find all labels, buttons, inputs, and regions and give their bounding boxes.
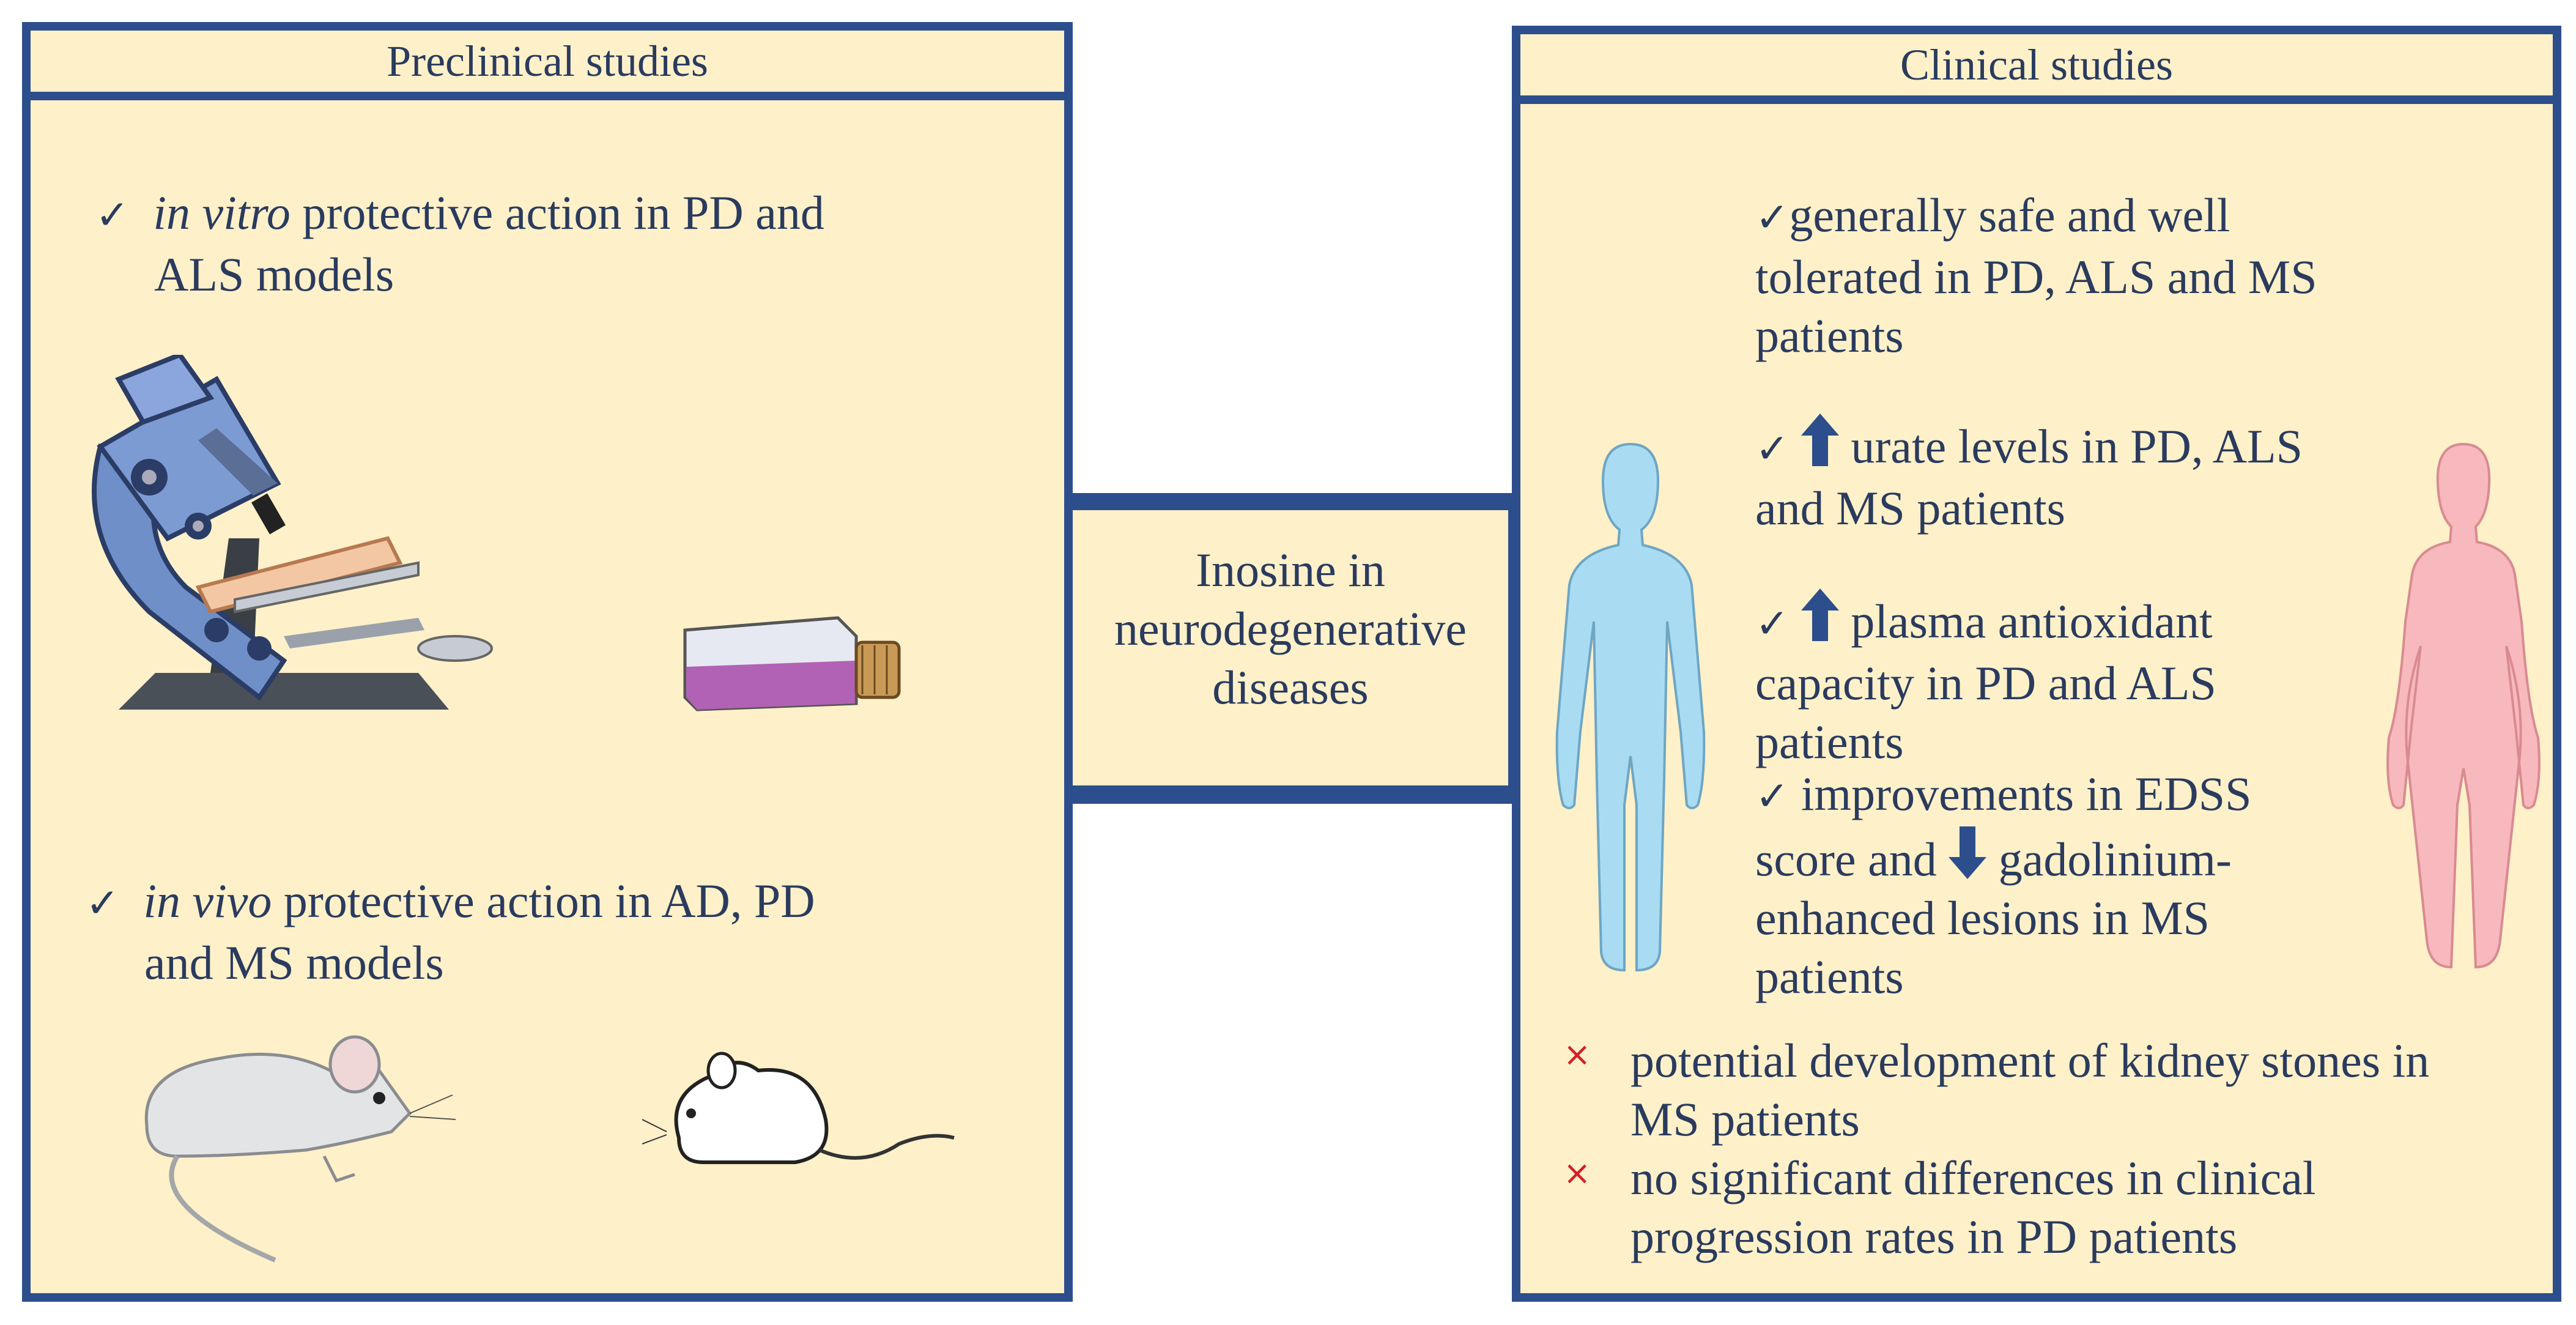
preclinical-panel: Preclinical studies ✓ in vitro protectiv… xyxy=(22,22,1073,1302)
mouse-icon xyxy=(144,1035,456,1263)
item-text: score and xyxy=(1755,833,1949,886)
item-text: and MS models xyxy=(144,936,444,989)
rat-icon xyxy=(642,1052,955,1164)
up-arrow-icon xyxy=(1801,414,1839,466)
item-text: ALS models xyxy=(154,248,394,301)
item-text: progression rates in PD patients xyxy=(1630,1210,2238,1263)
item-text: patients xyxy=(1755,309,1904,362)
cross-icon: × xyxy=(1563,1035,1591,1074)
cell-culture-flask-icon xyxy=(683,616,901,711)
clinical-item-safety: ✓generally safe and well tolerated in PD… xyxy=(1755,186,2317,365)
item-text: protective action in PD and xyxy=(290,186,824,239)
item-text: patients xyxy=(1755,950,1904,1003)
item-text: gadolinium- xyxy=(1998,833,2232,886)
item-text: and MS patients xyxy=(1755,481,2065,535)
preclinical-item-in-vitro: ✓ in vitro protective action in PD and A… xyxy=(95,184,824,304)
cross-icon: × xyxy=(1563,1154,1591,1192)
down-arrow-icon xyxy=(1949,826,1987,879)
item-text: protective action in AD, PD xyxy=(272,874,815,927)
center-topic-text: Inosine in neurodegenerative diseases xyxy=(1073,541,1508,717)
male-silhouette-icon xyxy=(1555,442,1706,972)
clinical-title: Clinical studies xyxy=(1520,34,2553,104)
check-icon: ✓ xyxy=(1755,427,1790,472)
item-text: urate levels in PD, ALS xyxy=(1851,420,2303,473)
item-text: plasma antioxidant xyxy=(1851,595,2213,648)
check-icon: ✓ xyxy=(1755,196,1790,240)
item-text: generally safe and well xyxy=(1789,188,2230,242)
center-line: Inosine in xyxy=(1196,543,1385,596)
item-text: tolerated in PD, ALS and MS xyxy=(1755,250,2317,303)
female-silhouette-icon xyxy=(2386,442,2541,969)
check-icon: ✓ xyxy=(86,881,120,926)
item-text: MS patients xyxy=(1630,1093,1860,1146)
item-text: enhanced lesions in MS xyxy=(1755,891,2210,945)
up-arrow-icon xyxy=(1801,588,1839,641)
preclinical-title: Preclinical studies xyxy=(31,31,1064,100)
clinical-panel: Clinical studies ✓generally safe and wel… xyxy=(1512,26,2561,1302)
center-line: diseases xyxy=(1212,661,1369,714)
clinical-item-no-difference: no significant differences in clinical p… xyxy=(1630,1149,2316,1266)
item-text: capacity in PD and ALS xyxy=(1755,656,2216,710)
item-text: improvements in EDSS xyxy=(1801,767,2252,820)
center-line: neurodegenerative xyxy=(1114,602,1467,655)
in-vitro-label: in vitro xyxy=(153,186,291,239)
check-icon: ✓ xyxy=(1755,602,1790,647)
clinical-item-urate: ✓ urate levels in PD, ALS and MS patient… xyxy=(1755,414,2303,538)
item-text: no significant differences in clinical xyxy=(1630,1151,2316,1204)
preclinical-item-in-vivo: ✓ in vivo protective action in AD, PD an… xyxy=(86,872,815,992)
in-vivo-label: in vivo xyxy=(143,874,272,927)
item-text: potential development of kidney stones i… xyxy=(1630,1034,2430,1087)
center-topic-box: Inosine in neurodegenerative diseases xyxy=(1064,502,1517,794)
clinical-item-antioxidant: ✓ plasma antioxidant capacity in PD and … xyxy=(1755,588,2216,771)
clinical-item-kidney-stones: potential development of kidney stones i… xyxy=(1630,1031,2429,1149)
check-icon: ✓ xyxy=(1755,774,1790,819)
item-text: patients xyxy=(1755,715,1904,768)
clinical-item-edss: ✓ improvements in EDSS score and gadolin… xyxy=(1755,765,2251,1006)
microscope-icon xyxy=(92,355,493,710)
check-icon: ✓ xyxy=(95,193,130,238)
